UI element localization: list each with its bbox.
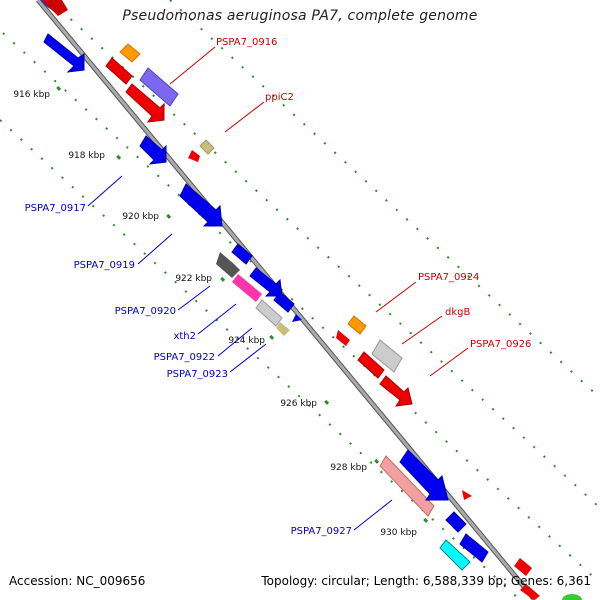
- tick-row-left: [0, 119, 521, 600]
- callout-line-pspa7-0922: [217, 327, 253, 357]
- callout-line-dkgb: [401, 315, 443, 345]
- label-pspa7-0923[interactable]: PSPA7_0923: [167, 369, 228, 380]
- feature-pspa7-0922[interactable]: [255, 299, 283, 327]
- forward-strand-features: [42, 0, 582, 600]
- callout-line-pspa7-0916: [169, 46, 216, 85]
- callout-line-xth2: [197, 303, 237, 335]
- feature-red-ppic2[interactable]: [188, 150, 200, 162]
- label-pspa7-0916[interactable]: PSPA7_0916: [216, 37, 277, 48]
- label-pspa7-0922[interactable]: PSPA7_0922: [154, 352, 215, 363]
- feature-xth2[interactable]: [232, 274, 262, 302]
- feature-pspa7-0919[interactable]: [179, 183, 223, 227]
- callout-line-pspa7-0919: [137, 233, 173, 265]
- label-pspa7-0927[interactable]: PSPA7_0927: [291, 526, 352, 537]
- feature-blue-922b[interactable]: [273, 291, 295, 313]
- axis-tick-label: 916 kbp: [13, 90, 50, 100]
- genome-title: Pseudomonas aeruginosa PA7, complete gen…: [122, 8, 478, 24]
- feature-red-916b[interactable]: [125, 83, 165, 123]
- callout-line-pspa7-0917: [87, 175, 123, 207]
- feature-blue-922a[interactable]: [249, 267, 283, 297]
- feature-pspa7-0923[interactable]: [276, 322, 290, 336]
- feature-pspa7-0917-left[interactable]: [43, 33, 85, 73]
- label-pspa7-0919[interactable]: PSPA7_0919: [74, 260, 135, 271]
- label-pspa7-0924[interactable]: PSPA7_0924: [418, 272, 479, 283]
- feature-blue-928[interactable]: [399, 449, 449, 501]
- feature-red-bottom[interactable]: [520, 584, 540, 600]
- feature-pspa7-0920[interactable]: [216, 252, 240, 278]
- feature-pspa7-0926[interactable]: [379, 375, 413, 407]
- tick-mark: [269, 334, 275, 340]
- tick-mark: [374, 458, 380, 464]
- tick-mark: [166, 213, 172, 219]
- axis-tick-label: 926 kbp: [280, 399, 317, 409]
- callout-line-pspa7-0924: [375, 281, 417, 313]
- axis-tick-label: 922 kbp: [175, 274, 212, 284]
- tick-mark: [423, 517, 429, 523]
- feature-pspa7-0924[interactable]: [347, 315, 367, 335]
- tick-mark: [220, 276, 226, 282]
- feature-ppic2[interactable]: [199, 139, 215, 155]
- tick-mark: [116, 154, 122, 160]
- tick-row-inner: [49, 0, 600, 509]
- label-pspa7-0920[interactable]: PSPA7_0920: [115, 306, 176, 317]
- label-dkgb[interactable]: dkgB: [445, 307, 470, 318]
- label-pspa7-0926[interactable]: PSPA7_0926: [470, 339, 531, 350]
- tick-mark: [324, 399, 330, 405]
- label-pspa7-0917[interactable]: PSPA7_0917: [25, 203, 86, 214]
- feature-dkgb[interactable]: [371, 339, 403, 373]
- reverse-strand-features: [40, 0, 471, 571]
- feature-pspa7-0927[interactable]: [379, 455, 435, 517]
- axis-tick-label: 924 kbp: [228, 336, 265, 346]
- feature-blue-921[interactable]: [231, 243, 253, 265]
- feature-green-bottom[interactable]: [562, 594, 582, 600]
- tick-mark: [56, 85, 62, 91]
- feature-red-929[interactable]: [462, 490, 472, 500]
- callout-line-pspa7-0926: [429, 347, 469, 377]
- axis-tick-label: 920 kbp: [122, 212, 159, 222]
- feature-cropped-red-top[interactable]: [42, 0, 68, 16]
- feature-red-925[interactable]: [357, 351, 385, 379]
- feature-red-916a[interactable]: [105, 57, 133, 85]
- axis-tick-marks: [56, 85, 429, 523]
- axis-tick-label: 918 kbp: [68, 151, 105, 161]
- feature-small-918[interactable]: [139, 135, 167, 165]
- tick-row-outer: [2, 32, 600, 584]
- feature-blue-930a[interactable]: [445, 511, 467, 533]
- axis-tick-label: 928 kbp: [330, 463, 367, 473]
- label-xth2[interactable]: xth2: [173, 331, 196, 342]
- accession-text: Accession: NC_009656: [9, 574, 146, 588]
- callout-line-pspa7-0920: [177, 285, 211, 311]
- callout-line-pspa7-0923: [229, 343, 267, 373]
- feature-cyan-930[interactable]: [439, 539, 471, 571]
- feature-blue-930b[interactable]: [459, 533, 489, 563]
- axis-tick-label: 930 kbp: [380, 528, 417, 538]
- callout-line-ppic2: [224, 101, 265, 133]
- feature-red-930[interactable]: [514, 558, 532, 576]
- label-ppic2[interactable]: ppiC2: [265, 92, 294, 103]
- feature-blue-923[interactable]: [292, 314, 302, 322]
- topology-text: Topology: circular; Length: 6,588,339 bp…: [261, 574, 591, 588]
- feature-red-924[interactable]: [336, 330, 350, 346]
- callout-line-pspa7-0927: [353, 499, 393, 531]
- feature-orange-916[interactable]: [119, 43, 141, 63]
- feature-pspa7-0916[interactable]: [139, 67, 179, 107]
